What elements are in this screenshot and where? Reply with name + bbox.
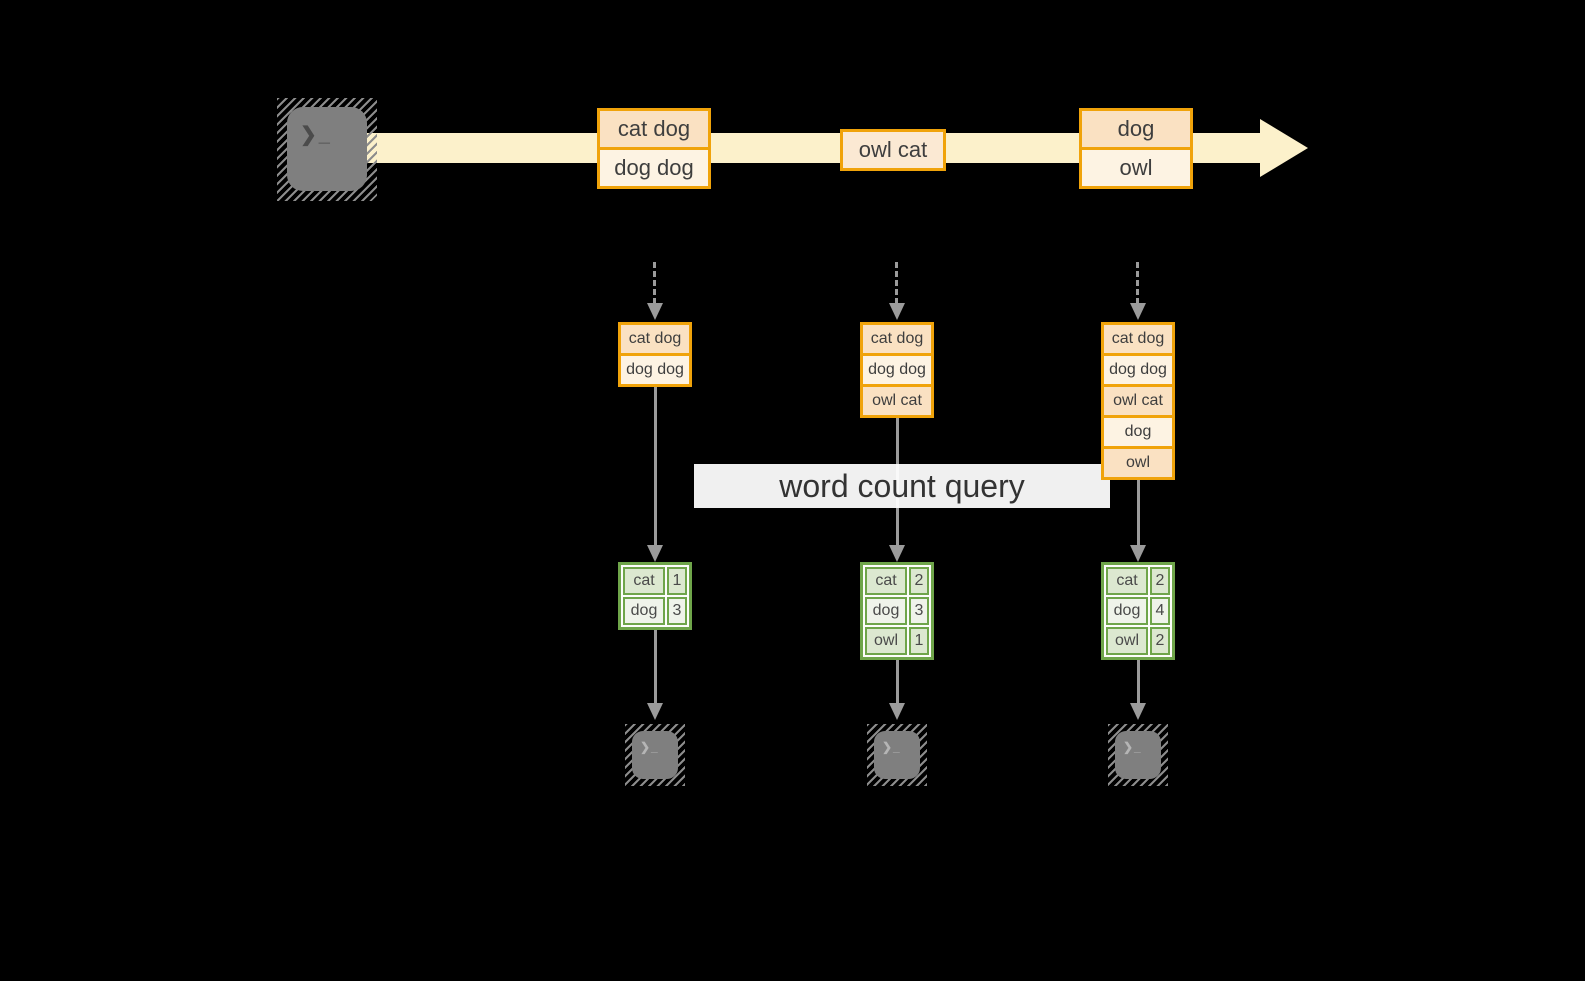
record-stack-1: cat dog dog dog	[618, 322, 692, 387]
stack-row: cat dog	[863, 325, 931, 353]
stack-row: cat dog	[1104, 325, 1172, 353]
stack-row: dog	[1104, 415, 1172, 446]
stack-row: owl	[1104, 446, 1172, 477]
table-row: cat 1	[623, 567, 687, 595]
table-row: dog 3	[865, 597, 929, 625]
flow-line	[896, 660, 899, 704]
dashed-arrow-line-2	[895, 262, 898, 304]
stack-row: owl cat	[863, 384, 931, 415]
terminal-source-icon: ❯_	[277, 98, 377, 201]
word-cell: dog	[865, 597, 907, 625]
flow-arrow-head-icon	[1130, 703, 1146, 720]
word-cell: owl	[865, 627, 907, 655]
wordcount-table-2: cat 2 dog 3 owl 1	[860, 562, 934, 660]
dashed-arrow-head-icon-1	[647, 303, 663, 320]
count-cell: 1	[667, 567, 687, 595]
flow-arrow-head-icon	[1130, 545, 1146, 562]
stack-row: dog dog	[863, 353, 931, 384]
stream-record-row: owl	[1082, 147, 1190, 186]
stack-row: cat dog	[621, 325, 689, 353]
stack-row: dog dog	[621, 353, 689, 384]
query-label-band: word count query	[694, 464, 1110, 508]
record-stack-2: cat dog dog dog owl cat	[860, 322, 934, 418]
word-cell: cat	[623, 567, 665, 595]
terminal-sink-icon-2: ❯_	[867, 724, 927, 786]
terminal-sink-icon-1: ❯_	[625, 724, 685, 786]
word-cell: cat	[865, 567, 907, 595]
table-row: cat 2	[865, 567, 929, 595]
stream-record-row: dog dog	[600, 147, 708, 186]
table-row: dog 3	[623, 597, 687, 625]
stream-record-box-1: cat dog dog dog	[597, 108, 711, 189]
terminal-prompt-icon: ❯_	[300, 124, 332, 146]
table-row: dog 4	[1106, 597, 1170, 625]
table-row: owl 1	[865, 627, 929, 655]
flow-line	[654, 387, 657, 546]
table-row: owl 2	[1106, 627, 1170, 655]
flow-line	[1137, 480, 1140, 546]
dashed-arrow-head-icon-2	[889, 303, 905, 320]
flow-line	[654, 630, 657, 704]
wordcount-table-3: cat 2 dog 4 owl 2	[1101, 562, 1175, 660]
terminal-sink-screen: ❯_	[1115, 731, 1161, 779]
terminal-prompt-icon: ❯_	[1123, 740, 1142, 754]
count-cell: 2	[909, 567, 929, 595]
terminal-source-screen: ❯_	[287, 107, 367, 191]
table-row: cat 2	[1106, 567, 1170, 595]
dashed-arrow-line-3	[1136, 262, 1139, 304]
flow-line	[1137, 660, 1140, 704]
terminal-sink-screen: ❯_	[632, 731, 678, 779]
count-cell: 2	[1150, 567, 1170, 595]
word-cell: owl	[1106, 627, 1148, 655]
dashed-arrow-line-1	[653, 262, 656, 304]
flow-arrow-head-icon	[647, 545, 663, 562]
word-cell: dog	[1106, 597, 1148, 625]
terminal-sink-icon-3: ❯_	[1108, 724, 1168, 786]
flow-arrow-head-icon	[889, 545, 905, 562]
stream-record-row: cat dog	[600, 111, 708, 147]
count-cell: 2	[1150, 627, 1170, 655]
stream-record-row: owl cat	[843, 132, 943, 168]
count-cell: 1	[909, 627, 929, 655]
stream-record-row: dog	[1082, 111, 1190, 147]
terminal-prompt-icon: ❯_	[640, 740, 659, 754]
record-stack-3: cat dog dog dog owl cat dog owl	[1101, 322, 1175, 480]
stream-record-box-3: dog owl	[1079, 108, 1193, 189]
flow-arrow-head-icon	[889, 703, 905, 720]
stream-record-box-2: owl cat	[840, 129, 946, 171]
terminal-sink-screen: ❯_	[874, 731, 920, 779]
wordcount-table-1: cat 1 dog 3	[618, 562, 692, 630]
query-label: word count query	[779, 468, 1025, 504]
terminal-prompt-icon: ❯_	[882, 740, 901, 754]
word-cell: cat	[1106, 567, 1148, 595]
stack-row: dog dog	[1104, 353, 1172, 384]
count-cell: 3	[909, 597, 929, 625]
flow-arrow-head-icon	[647, 703, 663, 720]
stack-row: owl cat	[1104, 384, 1172, 415]
word-cell: dog	[623, 597, 665, 625]
dashed-arrow-head-icon-3	[1130, 303, 1146, 320]
stream-arrow-head-icon	[1260, 119, 1308, 177]
count-cell: 3	[667, 597, 687, 625]
count-cell: 4	[1150, 597, 1170, 625]
